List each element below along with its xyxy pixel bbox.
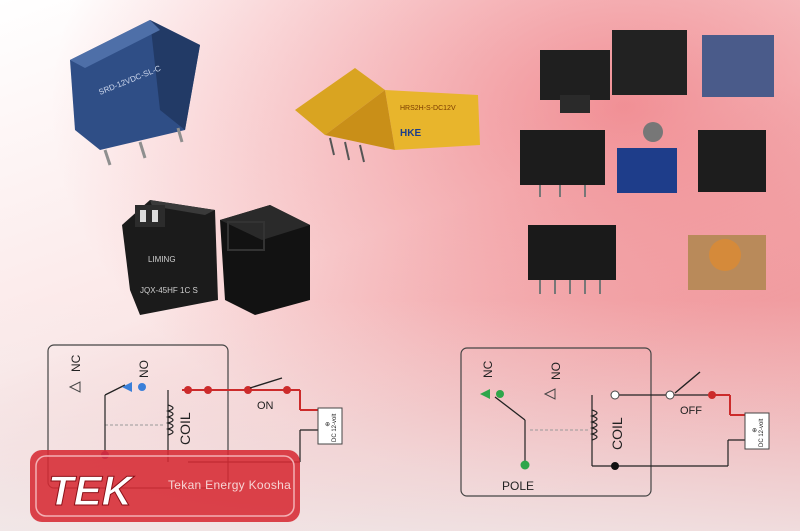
left-battery-symbol: ⊕	[325, 422, 330, 428]
tek-logo: TEK	[30, 450, 300, 522]
black-relay-pair-photo: LIMING JQX-45HF 1C S	[122, 200, 310, 315]
pole-label: POLE	[502, 479, 534, 493]
yellow-relay-photo: HRS2H-S-DC12V HKE	[295, 68, 480, 163]
right-switch-label: OFF	[680, 405, 702, 417]
relay-grid-photo	[520, 30, 774, 294]
black-relay-brand: LIMING	[148, 255, 176, 264]
left-battery-label: DC 12-volt	[332, 413, 338, 442]
black-relay-model: JQX-45HF 1C S	[140, 286, 198, 295]
right-nc-label: NC	[481, 360, 495, 378]
right-relay-diagram: COIL OFF POLE NC NO ⊕ DC 12-volt	[460, 347, 770, 497]
right-battery-symbol: ⊕	[752, 428, 757, 434]
right-battery-label: DC 12-volt	[759, 418, 765, 447]
company-name: Tekan Energy Koosha	[168, 478, 292, 492]
left-nc-label: NC	[69, 354, 83, 372]
yellow-relay-brand: HKE	[400, 128, 421, 139]
left-no-label: NO	[137, 360, 151, 378]
left-switch-label: ON	[257, 400, 274, 412]
left-coil-label: COIL	[177, 412, 193, 445]
right-no-label: NO	[549, 362, 563, 380]
blue-relay-photo: SRD-12VDC-SL-C	[70, 20, 200, 166]
yellow-relay-marking: HRS2H-S-DC12V	[400, 105, 456, 112]
right-coil-label: COIL	[609, 417, 625, 450]
logo-mark: TEK	[48, 467, 135, 514]
